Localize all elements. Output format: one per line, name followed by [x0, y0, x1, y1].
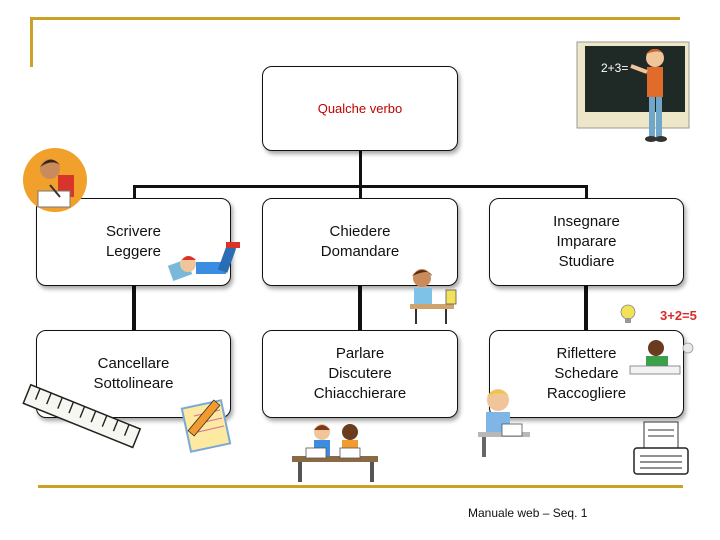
box-riflettere-schedare-raccogliere: Riflettere Schedare Raccogliere: [489, 330, 684, 418]
connector-root-down: [359, 150, 362, 187]
box-line: Chiedere: [329, 223, 391, 240]
root-box: Qualche verbo: [262, 66, 458, 151]
ruler-icon: [22, 383, 142, 449]
box-line: Insegnare: [553, 213, 620, 230]
box-line: Raccogliere: [546, 385, 627, 402]
connector-left-down: [133, 185, 136, 199]
box-line: Cancellare: [97, 355, 170, 372]
box-line: Leggere: [105, 243, 162, 260]
box-chiedere-domandare: Chiedere Domandare: [262, 198, 458, 286]
box-line: Schedare: [554, 365, 619, 382]
boy-thinking-icon: [478, 389, 530, 457]
typewriter-icon: [633, 421, 689, 475]
frame-left-line: [30, 17, 33, 67]
box-line: Chiacchierare: [313, 385, 407, 402]
box-line: Riflettere: [556, 345, 617, 362]
math-lightbulb-icon: 3+2=5: [620, 304, 697, 375]
girl-studying-icon: [410, 269, 457, 324]
box-line: Parlare: [335, 345, 385, 362]
child-reading-icon: [167, 242, 240, 281]
math-text: 3+2=5: [660, 308, 697, 323]
frame-bottom-line: [38, 485, 683, 488]
box-line: Imparare: [556, 233, 617, 250]
box-line: Domandare: [320, 243, 400, 260]
blackboard-text: 2+3=: [601, 61, 628, 75]
connector-right-down: [585, 185, 588, 199]
box-insegnare-imparare-studiare: Insegnare Imparare Studiare: [489, 198, 684, 286]
connector-middle-vertical: [358, 285, 362, 333]
footer-text: Manuale web – Seq. 1: [468, 506, 588, 520]
boy-writing-icon: [23, 148, 87, 212]
students-talking-icon: [292, 424, 378, 482]
connector-right-vertical: [584, 285, 588, 333]
box-line: Scrivere: [105, 223, 161, 240]
teacher-blackboard-icon: 2+3=: [576, 41, 690, 142]
connector-left-vertical: [132, 285, 136, 333]
box-line: Discutere: [328, 365, 392, 382]
box-parlare-discutere-chiacchierare: Parlare Discutere Chiacchierare: [262, 330, 458, 418]
box-line: Studiare: [558, 253, 615, 270]
frame-top-line: [30, 17, 680, 20]
box-line: Sottolineare: [93, 375, 174, 392]
connector-middle-down: [359, 185, 362, 199]
pencil-notepad-icon: [180, 399, 232, 453]
root-label: Qualche verbo: [317, 100, 403, 116]
